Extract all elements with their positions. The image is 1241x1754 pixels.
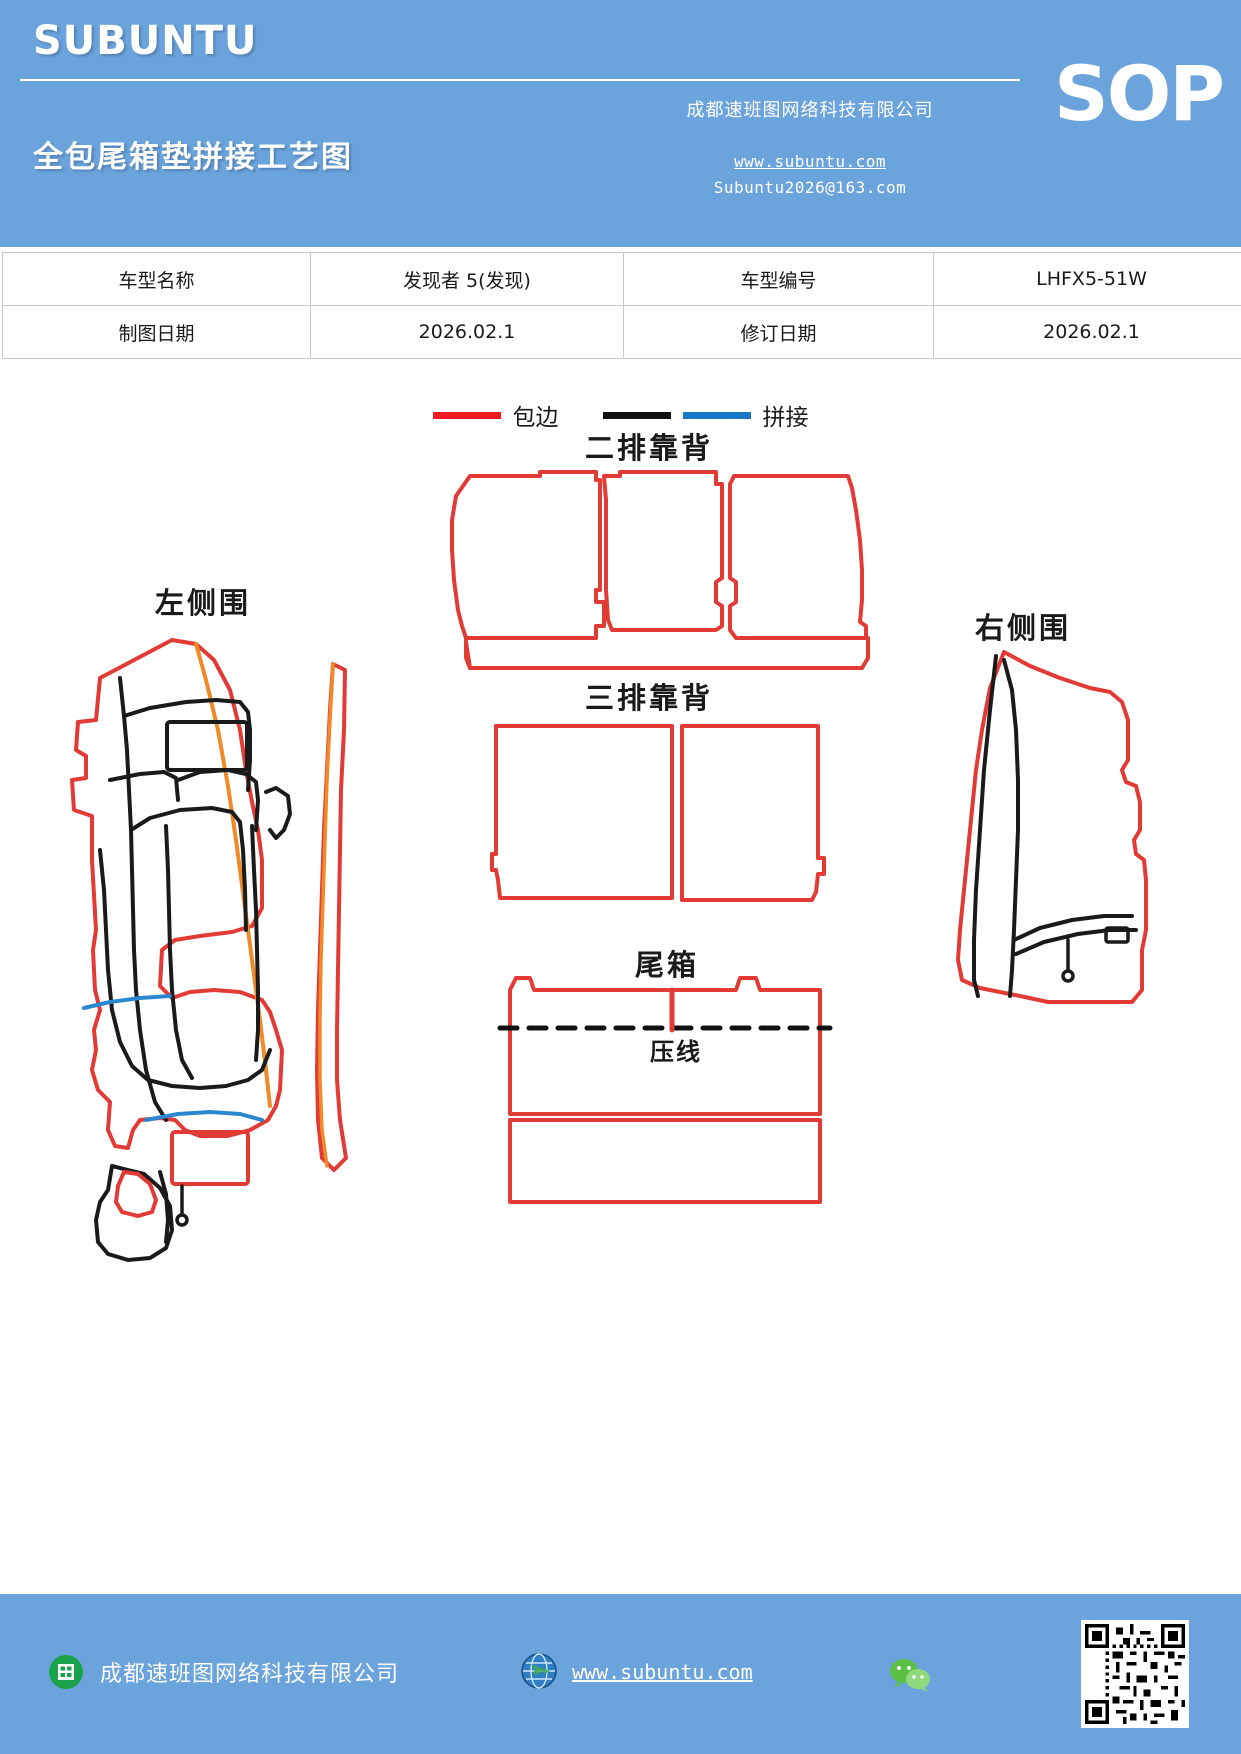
blue-line-icon [682,411,751,419]
legend-label-edging: 包边 [512,405,559,431]
cell-revision-date-label: 修订日期 [623,305,934,359]
footer-company-name: 成都速班图网络科技有限公司 [100,1662,400,1687]
table-row: 车型名称 发现者 5(发现) 车型编号 LHFX5-51W [2,252,1241,306]
cell-model-code-label: 车型编号 [623,252,934,306]
brand-logo: SUBUNTU [33,18,258,64]
cell-model-name-value: 发现者 5(发现) [310,252,624,306]
part-left-side-panel [70,638,348,1262]
part-trunk [497,976,833,1204]
page-footer: 成都速班图网络科技有限公司 www.subuntu.com [0,1594,1241,1754]
part-right-side-panel [956,650,1148,1004]
globe-icon [521,1653,557,1689]
part-second-row-backrest [450,470,870,670]
label-press-line: 压线 [650,1038,702,1066]
cell-draw-date-value: 2026.02.1 [310,305,624,359]
label-trunk: 尾箱 [635,948,700,982]
cell-revision-date-value: 2026.02.1 [933,305,1241,359]
label-second-row-backrest: 二排靠背 [585,431,714,465]
table-row: 制图日期 2026.02.1 修订日期 2026.02.1 [2,305,1241,359]
footer-website-link[interactable]: www.subuntu.com [572,1660,753,1684]
cell-draw-date-label: 制图日期 [2,305,311,359]
legend-item-splice: 拼接 [602,398,809,432]
header-divider [20,79,1020,81]
label-right-side-panel: 右侧围 [975,611,1072,645]
legend-item-edging: 包边 [432,398,603,432]
building-icon [49,1655,83,1689]
page-header: SUBUNTU 全包尾箱垫拼接工艺图 成都速班图网络科技有限公司 www.sub… [0,0,1241,247]
part-third-row-backrest [490,724,826,902]
header-website-link[interactable]: www.subuntu.com [734,152,886,171]
parts-outline-svg [70,470,1148,1262]
cell-model-code-value: LHFX5-51W [933,252,1241,306]
red-line-icon [432,411,501,419]
header-company-name: 成都速班图网络科技有限公司 [686,100,934,121]
sop-badge: SOP [1053,49,1225,138]
label-left-side-panel: 左侧围 [155,586,252,620]
label-third-row-backrest: 三排靠背 [585,681,714,715]
vehicle-info-table: 车型名称 发现者 5(发现) 车型编号 LHFX5-51W 制图日期 2026.… [2,252,1241,359]
legend-label-splice: 拼接 [762,405,809,431]
qr-code [1081,1620,1189,1728]
technical-drawing-area: 左侧围 二排靠背 三排靠背 尾箱 压线 右侧围 [0,430,1241,1450]
cell-model-name-label: 车型名称 [2,252,311,306]
black-line-icon [602,411,671,419]
legend: 包边 拼接 [0,398,1241,432]
page-title: 全包尾箱垫拼接工艺图 [33,140,353,175]
header-email: Subuntu2026@163.com [713,178,907,197]
wechat-icon [890,1659,930,1692]
